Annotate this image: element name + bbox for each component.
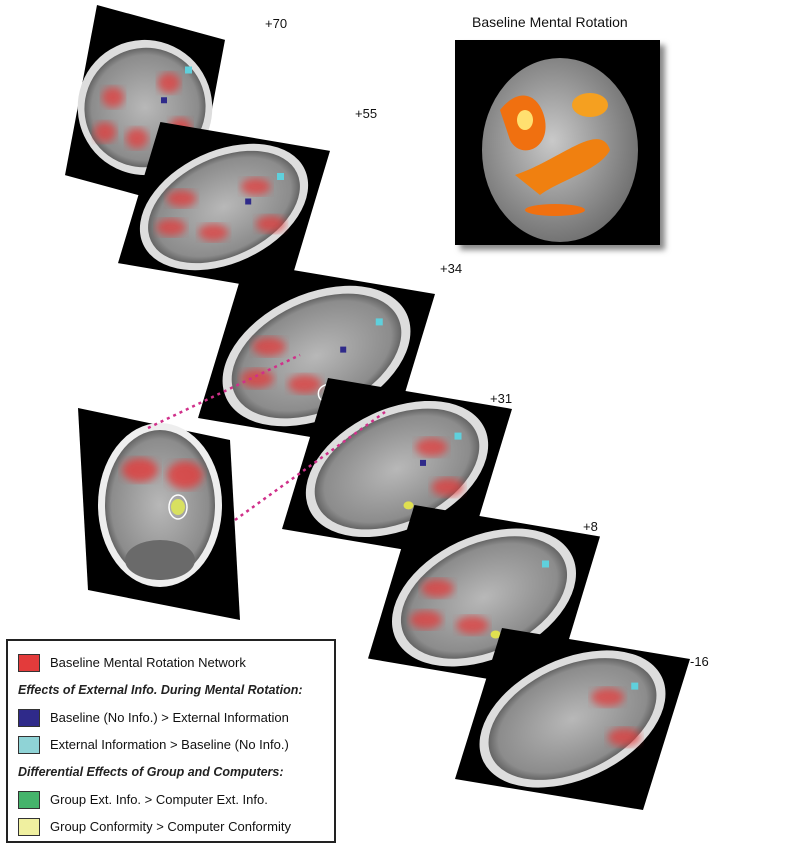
connector-line [234,410,386,522]
connector-line [147,353,301,430]
legend-label: Baseline Mental Rotation Network [50,655,246,670]
coronal-slice [78,408,240,620]
legend-item: External Information > Baseline (No Info… [18,731,324,758]
legend-item: Group Ext. Info. > Computer Ext. Info. [18,786,324,813]
legend-item: Group Conformity > Computer Conformity [18,813,324,840]
slice-label: +8 [583,519,598,534]
slice-label: +70 [265,16,288,31]
legend-item: Baseline Mental Rotation Network [18,649,324,676]
legend-swatch [18,735,40,754]
render-title: Baseline Mental Rotation [472,14,628,30]
legend-swatch [18,790,40,809]
legend-header: Effects of External Info. During Mental … [18,683,303,697]
slice-label: +34 [440,261,463,276]
slice-label: +31 [490,391,513,406]
legend-label: Group Ext. Info. > Computer Ext. Info. [50,792,268,807]
axial-slice [118,122,330,292]
slice-label: -16 [690,654,709,669]
surface-render-brain [482,58,638,242]
legend-label: External Information > Baseline (No Info… [50,737,289,752]
legend-label: Baseline (No Info.) > External Informati… [50,710,289,725]
legend-item: Baseline (No Info.) > External Informati… [18,704,324,731]
legend-label: Group Conformity > Computer Conformity [50,819,291,834]
axial-slice [455,628,690,810]
legend-swatch [18,708,40,727]
slice-label: +55 [355,106,378,121]
legend-swatch [18,653,40,672]
legend-header: Differential Effects of Group and Comput… [18,765,284,779]
legend-swatch [18,817,40,836]
